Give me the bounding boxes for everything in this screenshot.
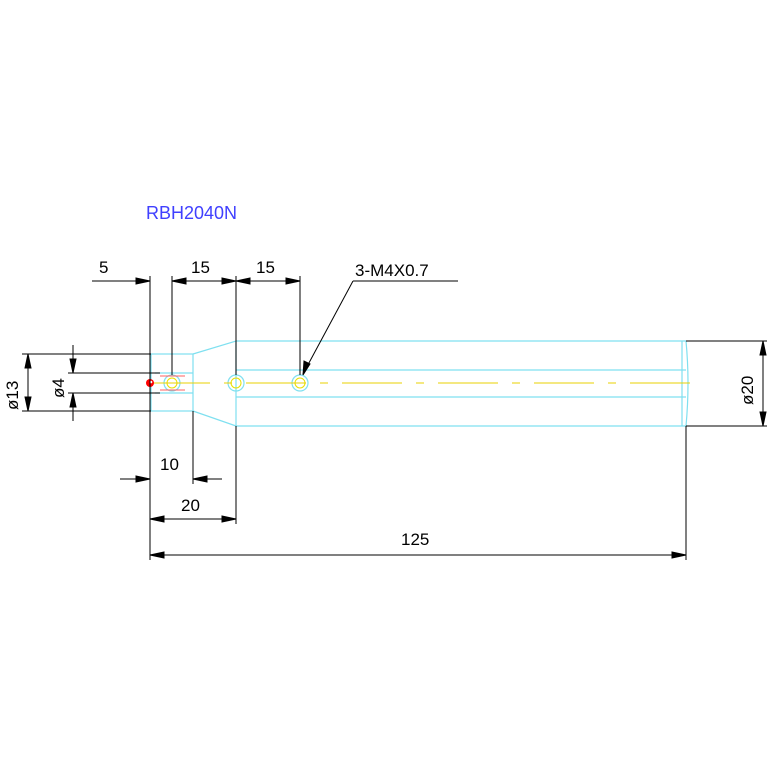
dim-dia-4: ø4	[49, 378, 68, 398]
dim-20: 20	[181, 496, 200, 515]
dim-125: 125	[401, 530, 429, 549]
dim-15-b: 15	[256, 258, 275, 277]
taper-section	[192, 340, 237, 427]
tip-marks	[160, 375, 185, 391]
hole-callout: 3-M4X0.7	[355, 261, 429, 280]
part-number-title: RBH2040N	[146, 203, 237, 223]
dim-dia-13: ø13	[3, 381, 22, 410]
dim-dia-20: ø20	[738, 376, 757, 405]
dim-10: 10	[160, 455, 179, 474]
dimension-lines	[22, 276, 767, 560]
dim-15-a: 15	[191, 258, 210, 277]
dim-5: 5	[99, 258, 108, 277]
